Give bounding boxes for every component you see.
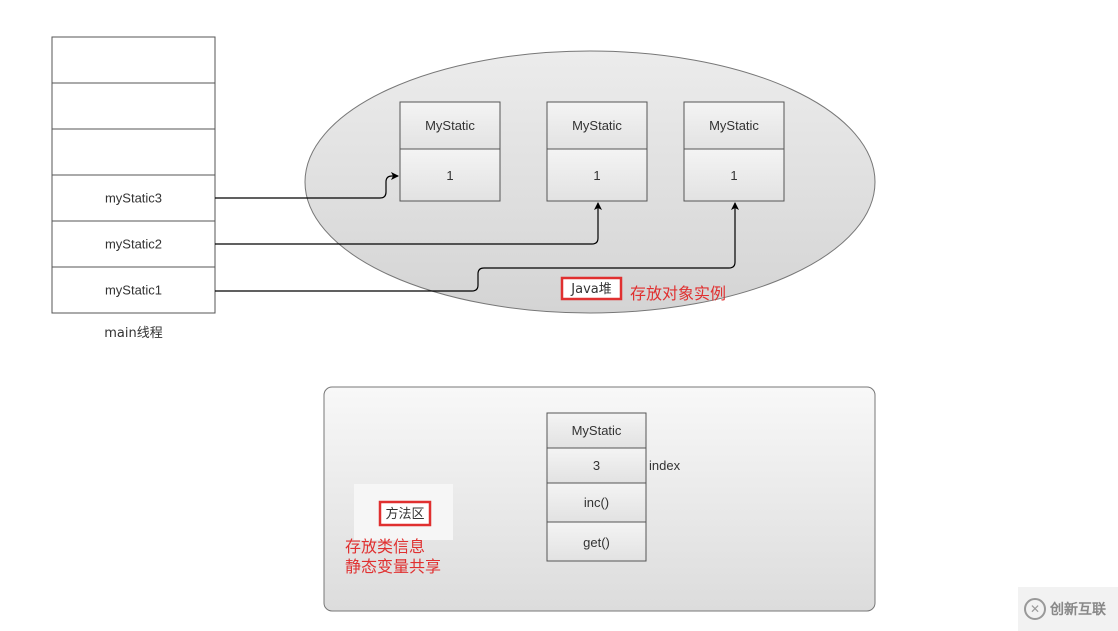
method-area-note: 静态变量共享 (345, 557, 441, 576)
object-value: 1 (593, 168, 600, 183)
java-heap-label-box (560, 276, 623, 301)
static-field-name: index (649, 458, 681, 473)
method-area-label-box (378, 500, 432, 527)
heap-object: MyStatic 1 (399, 101, 501, 202)
object-class-name: MyStatic (425, 118, 475, 133)
stack-slot-label: myStatic2 (105, 237, 162, 252)
static-field-value: 3 (593, 458, 600, 473)
heap-object: MyStatic 1 (683, 101, 785, 202)
object-value: 1 (730, 168, 737, 183)
method-area-note: 存放类信息 (345, 537, 425, 556)
stack-slot (51, 128, 216, 176)
stack-slot (51, 82, 216, 130)
stack-slot-mystatic1 (51, 266, 216, 314)
main-thread-stack: myStatic3 myStatic2 myStatic1 main线程 (51, 36, 216, 341)
class-info-box: MyStatic 3 inc() get() (546, 412, 647, 562)
stack-slot-label: myStatic3 (105, 191, 162, 206)
method-entry: inc() (584, 495, 609, 510)
thread-title: main线程 (104, 326, 162, 341)
reference-arrow (215, 202, 602, 245)
method-entry: get() (583, 535, 610, 550)
method-area-label: 方法区 (385, 506, 424, 522)
object-value: 1 (446, 168, 453, 183)
object-class-name: MyStatic (572, 118, 622, 133)
reference-arrow (215, 202, 739, 292)
object-class-name: MyStatic (709, 118, 759, 133)
watermark: ✕ 创新互联 (1018, 587, 1118, 631)
stack-slot-label: myStatic1 (105, 283, 162, 298)
java-heap-label: Java堆 (570, 282, 611, 297)
stack-slot (51, 36, 216, 84)
heap-object: MyStatic 1 (546, 101, 648, 202)
chuangxin-logo-icon: ✕ (1024, 598, 1046, 620)
java-heap-note: 存放对象实例 (630, 284, 726, 303)
reference-arrow (215, 172, 399, 199)
class-name: MyStatic (572, 423, 622, 438)
watermark-name: 创新互联 (1050, 602, 1106, 618)
